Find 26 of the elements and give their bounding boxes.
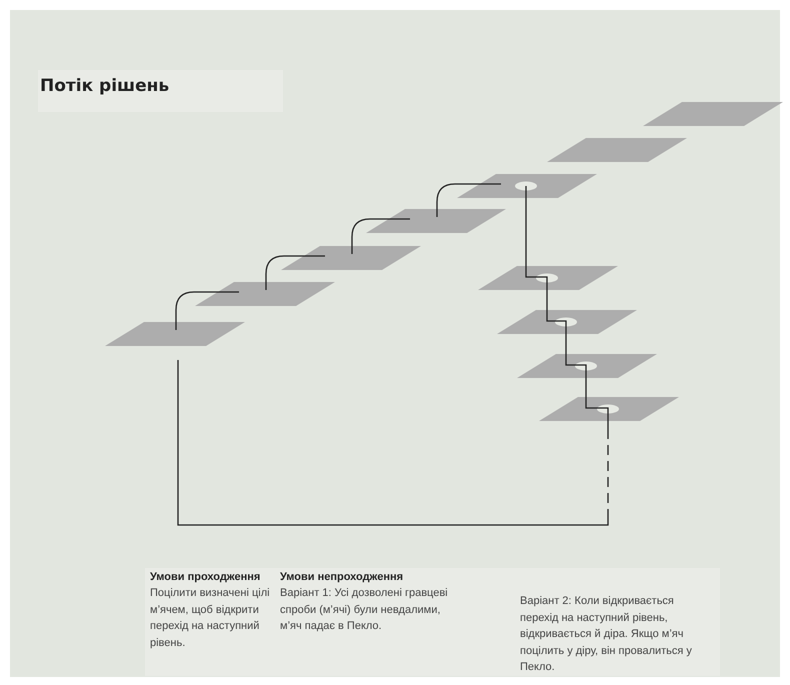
- platform-shape: [497, 310, 637, 334]
- platform-shape: [195, 282, 335, 306]
- note-heading: Умови проходження: [150, 570, 262, 585]
- note-heading: Умови непроходження: [280, 570, 404, 585]
- note-text: Варіант 1: Усі дозволені гравцеві спроби (м’ячі) були невдалими, м’яч падає в Пекло.: [280, 586, 449, 634]
- note-text: Варіант 2: Коли відкривається перехід на наступний рівень, відкривається й діра. Якщо м’яч поцілить у діру, він провалиться у Пекло.: [520, 594, 693, 675]
- platform-shape: [478, 266, 618, 290]
- platform-shape: [517, 354, 657, 378]
- platform-shape: [547, 138, 687, 162]
- connector-line: [351, 218, 410, 254]
- platform-shape: [281, 246, 421, 270]
- platform-shape: [539, 397, 679, 421]
- connector-line: [175, 291, 239, 330]
- platform-shape: [643, 102, 783, 126]
- connector-line: [546, 278, 567, 322]
- connector-line: [565, 322, 587, 366]
- platform-shape: [105, 322, 245, 346]
- connector-line: [436, 183, 501, 217]
- connector-line: [525, 186, 548, 278]
- platform-shape: [366, 209, 506, 233]
- note-text: Поцілити визначені цілі м’ячем, щоб відкрити перехід на наступний рівень.: [150, 586, 271, 650]
- connector-line: [265, 255, 325, 290]
- connector-line: [177, 360, 609, 526]
- diagram-title: Потік рішень: [40, 76, 170, 96]
- connector-line: [585, 366, 609, 410]
- platform-shape: [457, 174, 597, 198]
